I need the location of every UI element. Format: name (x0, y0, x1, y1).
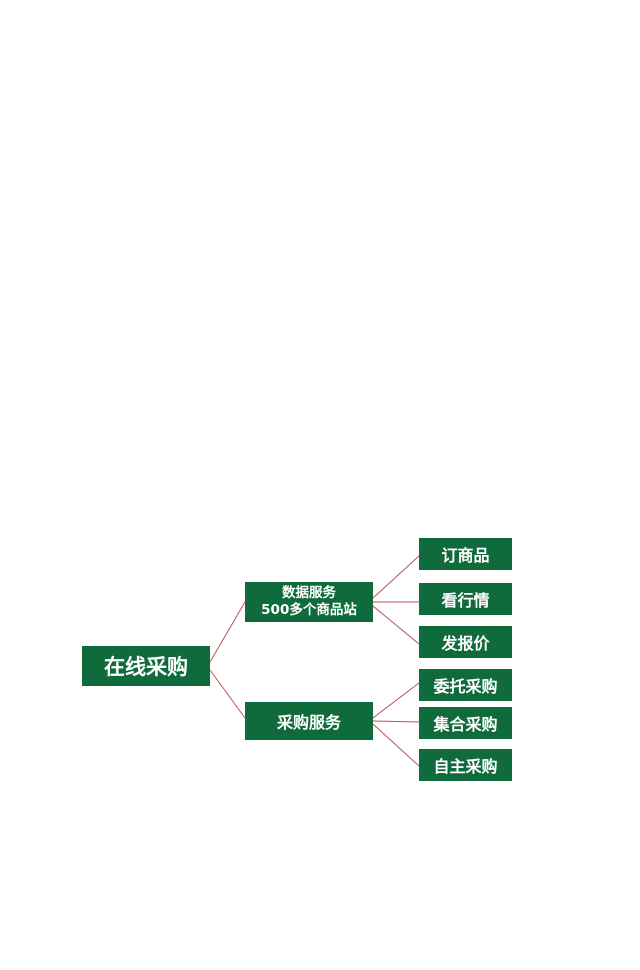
connector-purchase-to-collective (372, 720, 420, 723)
branch-node-label-line1: 数据服务 (282, 585, 336, 601)
leaf-node-self-purchase[interactable]: 自主采购 (419, 749, 512, 781)
branch-node-label: 采购服务 (276, 713, 341, 732)
connector-root-to-data-services (209, 601, 246, 663)
branch-node-data-services[interactable]: 数据服务 500多个商品站 (245, 582, 373, 622)
leaf-node-order-goods[interactable]: 订商品 (419, 538, 512, 570)
connector-data-to-quote (372, 605, 420, 645)
connector-data-to-order (372, 555, 420, 599)
root-node-label: 在线采购 (104, 655, 188, 679)
connector-root-to-purchase-services (209, 669, 246, 719)
branch-node-purchase-services[interactable]: 采购服务 (245, 702, 373, 740)
leaf-node-entrusted-purchase[interactable]: 委托采购 (419, 669, 512, 701)
leaf-node-label: 订商品 (441, 546, 490, 565)
leaf-node-label: 自主采购 (433, 757, 498, 776)
root-node-online-purchase[interactable]: 在线采购 (82, 646, 210, 686)
leaf-node-label: 委托采购 (433, 677, 498, 696)
connector-purchase-to-self (372, 723, 420, 767)
leaf-node-view-market[interactable]: 看行情 (419, 583, 512, 615)
leaf-node-label: 集合采购 (433, 715, 498, 734)
leaf-node-collective-purchase[interactable]: 集合采购 (419, 707, 512, 739)
leaf-node-send-quote[interactable]: 发报价 (419, 626, 512, 658)
connector-purchase-to-entrust (372, 682, 420, 719)
branch-node-label-line2: 500多个商品站 (261, 602, 357, 618)
leaf-node-label: 发报价 (441, 634, 490, 653)
leaf-node-label: 看行情 (441, 591, 490, 610)
